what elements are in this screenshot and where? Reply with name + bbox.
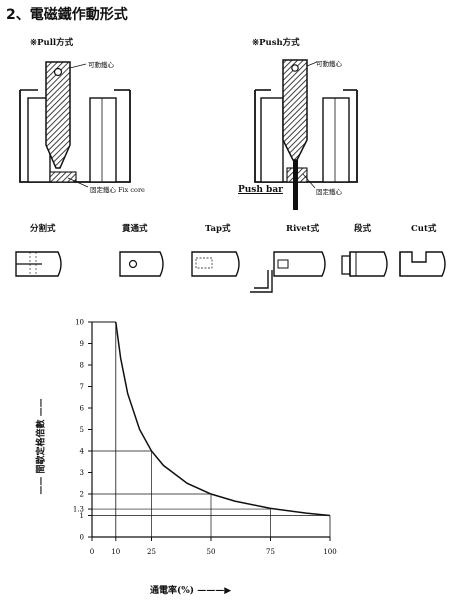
plunger-type-shapes — [15, 251, 446, 293]
x-tick-label-3: 50 — [207, 548, 216, 556]
type-rivet-label: Rivet式 — [286, 224, 320, 234]
y-tick-label-7: 6 — [80, 405, 85, 413]
type-split-label: 分割式 — [30, 224, 56, 234]
through-plunger-shape — [119, 251, 164, 277]
y-tick-label-9: 8 — [80, 362, 84, 370]
push-fixed-core-label: 固定鐵心 — [316, 188, 342, 196]
y-axis-label-text: 間歇定格倍數 — [36, 419, 47, 474]
rivet-plunger-shape — [250, 251, 326, 293]
type-cut-label: Cut式 — [411, 224, 437, 234]
y-tick-label-8: 7 — [80, 383, 84, 391]
x-tick-label-2: 25 — [147, 548, 156, 556]
x-tick-label-4: 75 — [266, 548, 275, 556]
push-moving-core-label: 可動鐵心 — [316, 60, 342, 68]
x-tick-label-1: 10 — [111, 548, 120, 556]
chart-x-axis-label: 通電率(%) ———▶ — [150, 583, 231, 596]
pull-fixed-core-label: 固定鐵心 Fix core — [90, 186, 145, 194]
x-tick-label-0: 0 — [90, 548, 94, 556]
pull-moving-core-label: 可動鐵心 — [88, 61, 114, 69]
type-tap-label: Tap式 — [205, 224, 231, 234]
y-tick-label-6: 5 — [80, 426, 84, 434]
tap-plunger-shape — [191, 251, 240, 277]
cut-plunger-shape — [399, 251, 446, 277]
y-tick-label-5: 4 — [80, 448, 85, 456]
arrow-right-icon: ———▶ — [197, 586, 232, 596]
push-label: ※Push方式 — [252, 38, 300, 48]
split-plunger-shape — [15, 251, 62, 277]
series-curve — [115, 321, 331, 517]
y-tick-label-10: 9 — [80, 340, 84, 348]
pull-diagram — [19, 61, 131, 188]
push-diagram — [254, 59, 358, 210]
y-tick-label-2: 1.3 — [73, 506, 84, 514]
y-tick-label-4: 3 — [80, 469, 84, 477]
axis-dash-icon-2: —— — [36, 398, 47, 417]
x-axis-label-text: 通電率(%) — [150, 586, 195, 596]
y-tick-label-1: 1 — [80, 512, 84, 520]
chart-y-axis-label: —— 間歇定格倍數 —— — [34, 377, 47, 517]
step-plunger-shape — [341, 251, 388, 277]
pull-label: ※Pull方式 — [30, 38, 74, 48]
type-step-label: 段式 — [354, 224, 372, 234]
y-tick-label-3: 2 — [80, 491, 84, 499]
push-bar-label: Push bar — [238, 185, 283, 195]
y-tick-label-11: 10 — [75, 319, 84, 327]
axis-dash-icon: —— — [36, 476, 47, 495]
page-title: 2、電磁鐵作動形式 — [6, 7, 128, 23]
x-tick-label-5: 100 — [323, 548, 336, 556]
y-tick-label-0: 0 — [80, 534, 84, 542]
type-through-label: 貫通式 — [122, 224, 148, 234]
